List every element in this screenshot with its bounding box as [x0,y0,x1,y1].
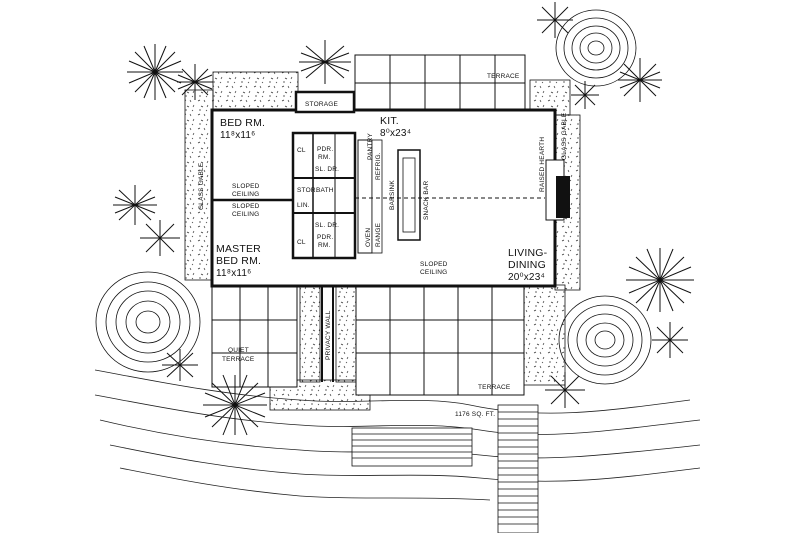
dining-label: DINING [508,259,546,271]
master-bed-label: MASTER [216,243,261,255]
snack-bar-label: SNACK BAR [423,181,430,220]
range-label: RANGE [375,222,382,247]
labels: BED RM. 11⁸x11⁶ KIT. 8⁰x23⁴ MASTER BED R… [198,73,568,418]
master-bed-label-2: BED RM. [216,255,261,267]
area-label: 1176 SQ. FT. [455,411,495,418]
cl-1-label: CL [297,147,306,154]
planting-beds [184,71,581,411]
terrace-bottom [211,286,525,396]
refrig-label: REFRIG. [375,152,382,180]
walkways [351,404,539,533]
terrace-top [354,54,526,113]
terrace-top-label: TERRACE [487,73,520,80]
barsink-label: BARSINK [389,180,396,210]
privacy-wall-label: PRIVACY WALL [325,310,332,360]
contour-trees [95,9,652,385]
lin-label: LIN. [297,202,310,209]
glass-gable-left-label: GLASS GABLE [198,162,205,210]
storage-label: STORAGE [305,101,339,108]
terrace-bottom-label: TERRACE [478,384,511,391]
cl-2-label: CL [297,239,306,246]
sldr-1-label: SL. DR. [315,166,339,173]
house-outline [210,90,570,288]
bath-label: BATH [316,187,334,194]
sldr-2-label: SL. DR. [315,222,339,229]
pdr-2-label: PDR. [317,234,333,241]
tree-shrubs [113,2,694,436]
bed-room-label: BED RM. [220,117,265,129]
bed-room-size: 11⁸x11⁶ [220,130,256,141]
quiet-terrace-label: TERRACE [222,356,255,363]
kitchen-size: 8⁰x23⁴ [380,128,411,139]
pantry-label: PANTRY [367,133,374,160]
sloped-ceiling-3b: CEILING [420,269,447,276]
sloped-ceiling-2b: CEILING [232,211,259,218]
glass-gable-right-label: GLASS GABLE [561,112,568,160]
raised-hearth-label: RAISED HEARTH [539,137,546,192]
quiet-label: QUIET [228,347,249,354]
sloped-ceiling-1b: CEILING [232,191,259,198]
pdr-1-label: PDR. [317,146,333,153]
oven-label: OVEN [365,228,372,247]
kitchen-label: KIT. [380,115,399,127]
master-bed-size: 11⁸x11⁶ [216,268,252,279]
living-size: 20⁰x23⁴ [508,272,545,283]
sloped-ceiling-2: SLOPED [232,203,260,210]
sloped-ceiling-3: SLOPED [420,261,448,268]
living-label: LIVING- [508,247,548,259]
sloped-ceiling-1: SLOPED [232,183,260,190]
stor-label: STOR. [297,187,318,194]
pdr-1b-label: RM. [318,154,331,161]
pdr-2b-label: RM. [318,242,331,249]
